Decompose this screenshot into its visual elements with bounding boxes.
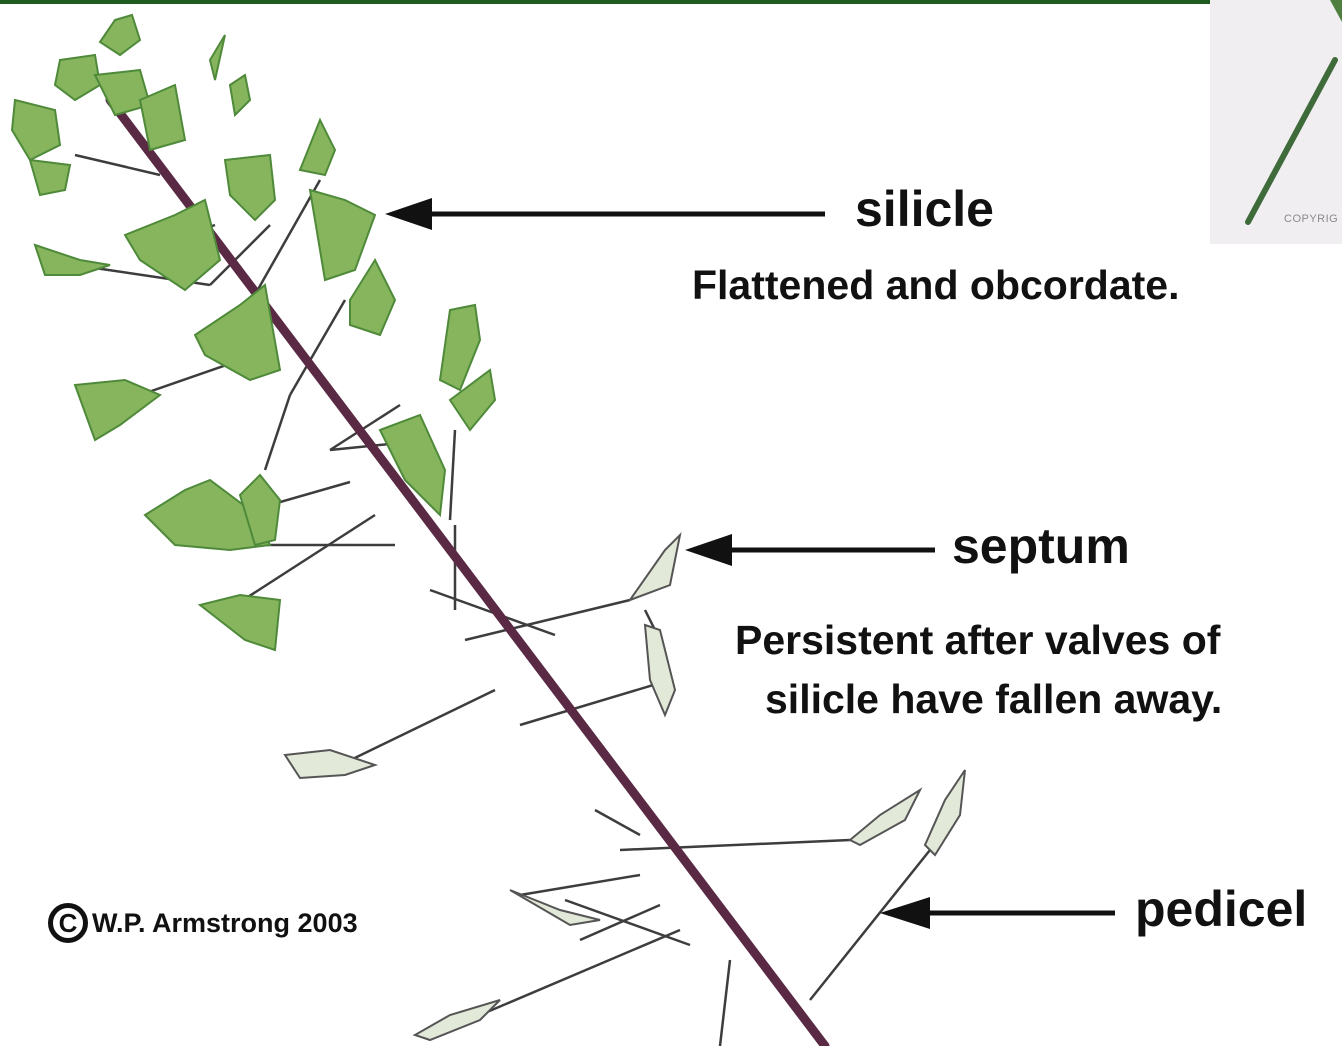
label-pedicel: pedicel (1135, 880, 1307, 938)
pedicel-arrow (880, 897, 1115, 929)
septum-arrow (685, 534, 935, 566)
label-septum: septum (952, 517, 1130, 575)
arrow-left-icon (685, 534, 732, 566)
silicles (12, 15, 495, 650)
label-silicle-description: Flattened and obcordate. (692, 262, 1180, 309)
label-silicle: silicle (855, 180, 994, 238)
label-septum-description-line1: Persistent after valves of (735, 617, 1220, 664)
label-septum-description-line2: silicle have fallen away. (765, 676, 1222, 723)
arrow-left-icon (385, 198, 432, 230)
silicle-arrow (385, 198, 825, 230)
credit-text: W.P. Armstrong 2003 (92, 908, 358, 939)
copyright-credit: C W.P. Armstrong 2003 (48, 903, 358, 943)
copyright-icon: C (48, 903, 88, 943)
